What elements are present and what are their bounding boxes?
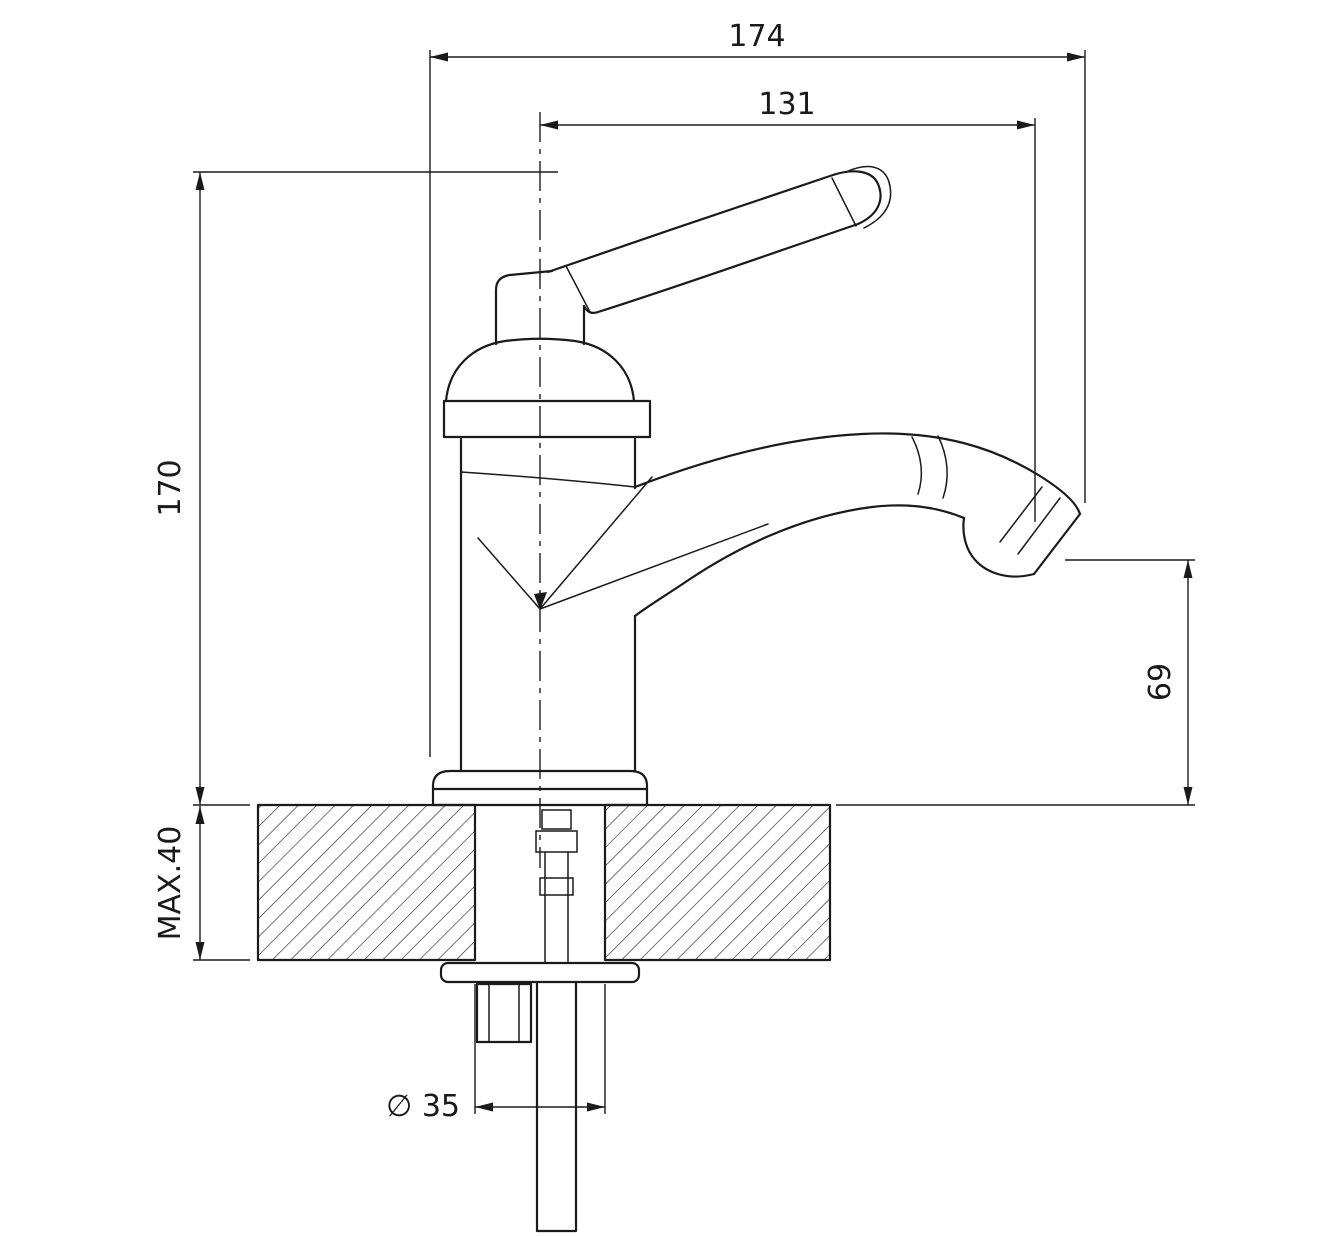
dim-hole-diameter-extensions: [474, 984, 606, 1114]
handle-knob-joint-line: [831, 177, 857, 227]
bonnet-dome: [444, 337, 636, 403]
handle-root-joint-line: [565, 265, 591, 313]
spout-top-edge: [633, 432, 1082, 516]
dim-spout-reach-label: 131: [758, 87, 815, 122]
arrow-up: [195, 172, 205, 190]
shank-collar-lower: [535, 830, 578, 853]
dim-hole-diameter: ∅ 35: [386, 984, 606, 1124]
shank-collar-upper: [541, 809, 572, 830]
spout-tip-face: [1032, 512, 1082, 576]
collar-ring: [442, 399, 652, 439]
spout: [633, 432, 1082, 618]
dim-deck-thickness-label: MAX.40: [153, 826, 188, 941]
dim-overall-width-extensions: [429, 50, 1086, 757]
arrow-right: [587, 1102, 605, 1112]
cartridge-post: [494, 269, 586, 346]
arrow-left: [430, 52, 448, 62]
dim-outlet-height-extensions: [836, 559, 1195, 806]
arrow-left: [540, 120, 558, 130]
arrow-down: [1183, 787, 1193, 805]
spout-underside: [633, 504, 966, 618]
handle-lever: [546, 170, 882, 314]
body-column: [459, 436, 637, 773]
counter-hatching-left: [258, 805, 475, 960]
dim-height-label: 170: [153, 459, 188, 516]
aerator-rings: [999, 486, 1061, 555]
counter-outline: [256, 803, 832, 962]
body-shoulder-line: [460, 471, 636, 488]
arrow-up: [195, 806, 205, 824]
dim-outlet-height-label: 69: [1143, 663, 1178, 701]
construction-wedge: [534, 592, 547, 610]
body-construction-lines: [477, 476, 769, 610]
aerator-bottom: [962, 516, 1036, 578]
dim-outlet-height: 69: [836, 559, 1195, 806]
dim-hole-diameter-label: ∅ 35: [386, 1089, 460, 1124]
dim-height-extensions: [193, 171, 558, 806]
shank-clip: [539, 877, 574, 896]
arrow-up: [1183, 560, 1193, 578]
arrow-right: [1017, 120, 1035, 130]
dim-deck-thickness: MAX.40: [153, 806, 250, 961]
mounting-washer: [439, 961, 641, 984]
handle: [546, 165, 892, 314]
dim-height-above-deck: 170: [153, 171, 558, 806]
mounting-hex-nut: [475, 982, 533, 1044]
handle-knob-ring: [845, 165, 892, 229]
arrow-down: [195, 787, 205, 805]
dim-overall-width: 174: [429, 19, 1086, 757]
arrow-down: [195, 942, 205, 960]
hex-nut-facets: [488, 983, 520, 1043]
arrow-left: [475, 1102, 493, 1112]
dim-spout-reach: 131: [540, 87, 1036, 522]
counter-section: [256, 803, 832, 962]
base-flange: [431, 769, 649, 807]
below-counter-assembly: [439, 809, 641, 1233]
shank-rod: [544, 851, 569, 964]
arrow-right: [1067, 52, 1085, 62]
spout-ridge-lines: [911, 435, 948, 499]
dim-overall-width-label: 174: [728, 19, 785, 54]
counter-hatching-right: [605, 805, 830, 960]
faucet-outline: [431, 269, 769, 807]
